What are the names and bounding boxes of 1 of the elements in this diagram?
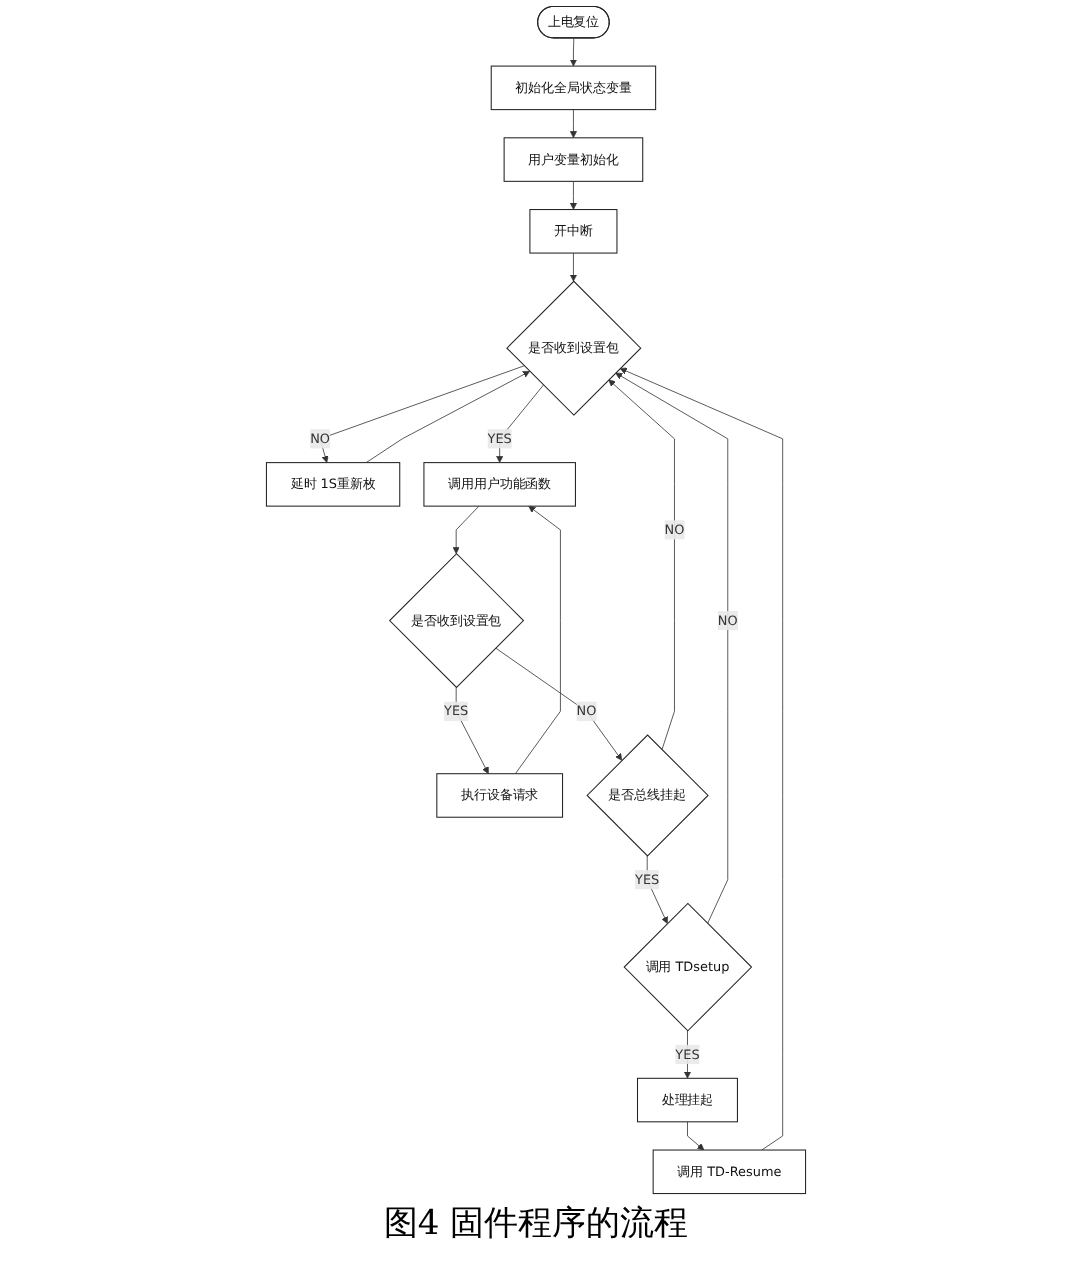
caption: 图4 固件程序的流程 <box>383 1204 689 1244</box>
